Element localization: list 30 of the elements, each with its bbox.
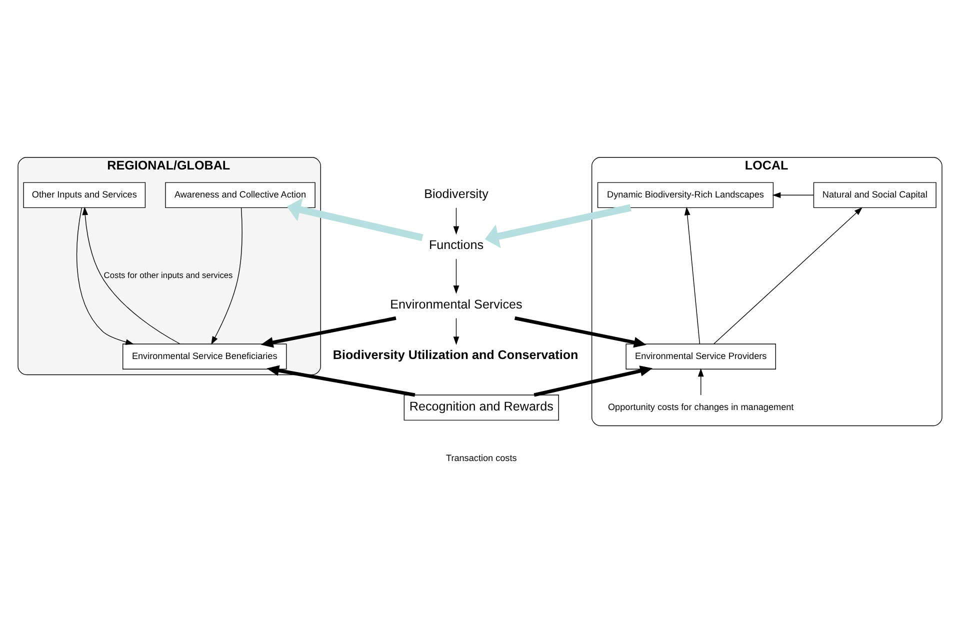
- arrow: [260, 316, 396, 348]
- arrow: [533, 365, 652, 396]
- node-text: Environmental Services: [390, 297, 522, 312]
- node-box: Recognition and Rewards: [403, 394, 558, 420]
- arrow: [772, 192, 814, 198]
- arrow: [266, 364, 415, 396]
- arrow: [452, 258, 459, 294]
- label: Transaction costs: [445, 452, 516, 462]
- arrow: [82, 206, 180, 344]
- node-box: Other Inputs and Services: [22, 182, 146, 208]
- arrow: [76, 206, 134, 344]
- arrow: [697, 368, 704, 395]
- node-text: Biodiversity Utilization and Conservation: [332, 347, 578, 362]
- node-box: Environmental Service Beneficiaries: [122, 343, 286, 370]
- node-text: Functions: [428, 238, 484, 252]
- node-box: Environmental Service Providers: [625, 343, 776, 370]
- arrow: [484, 204, 631, 248]
- node-box: Awareness and Collective Action: [164, 182, 315, 208]
- node-text: Opportunity costs for changes in management: [608, 401, 794, 412]
- arrow: [452, 207, 459, 234]
- node-text: Biodiversity: [424, 186, 488, 201]
- node-box: Dynamic Biodiversity-Rich Landscapes: [596, 182, 774, 208]
- node-box: Natural and Social Capital: [812, 182, 936, 208]
- arrow: [514, 316, 646, 348]
- arrow: [713, 206, 862, 344]
- arrow: [286, 197, 423, 241]
- arrow: [210, 206, 242, 344]
- arrow: [684, 206, 700, 344]
- edge-label: Costs for other inputs and services: [103, 270, 232, 280]
- arrow: [452, 317, 459, 345]
